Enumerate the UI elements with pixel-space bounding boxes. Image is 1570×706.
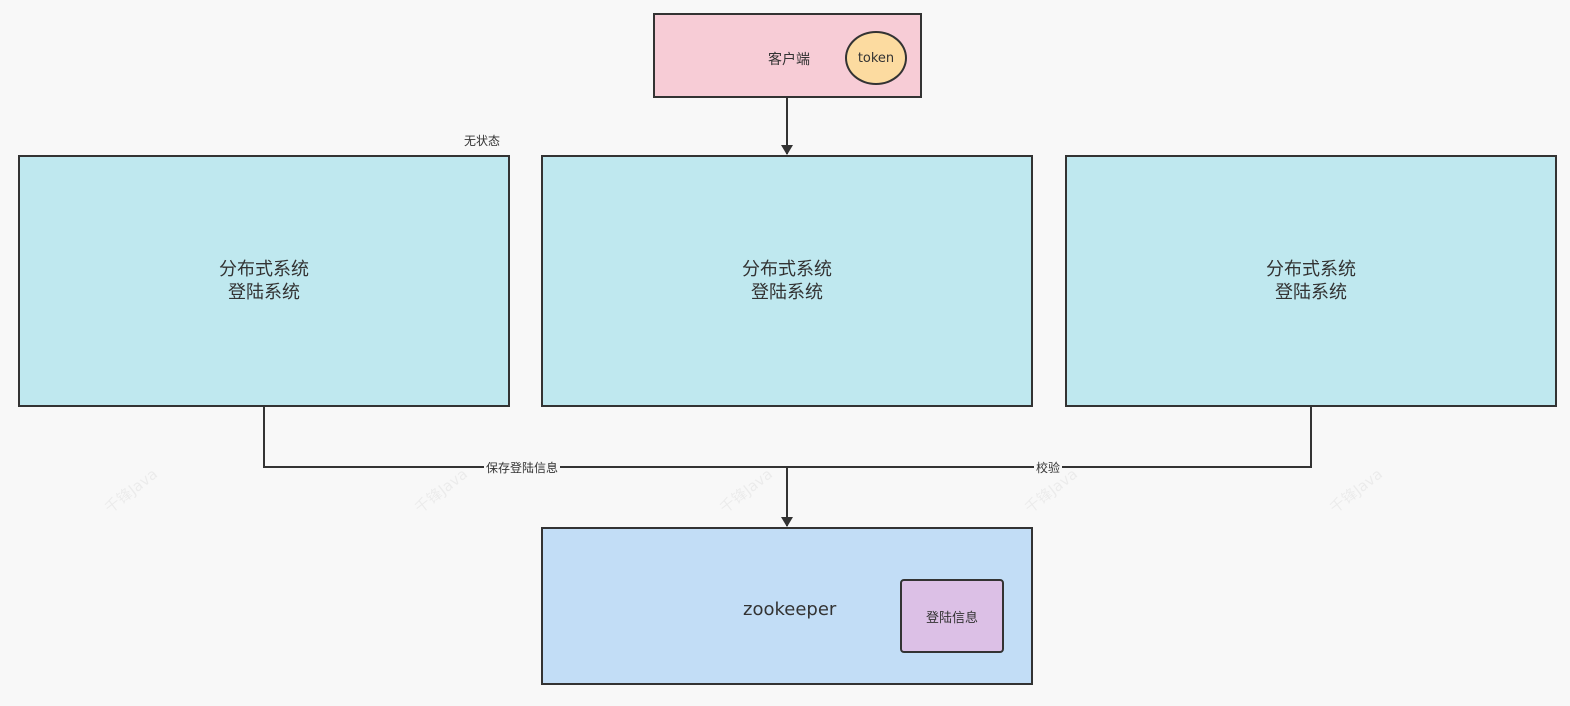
system1-connector	[263, 407, 787, 468]
stateless-annotation: 无状态	[464, 134, 501, 148]
client-label: 客户端	[768, 52, 810, 68]
zookeeper-box: zookeeper 登陆信息	[541, 527, 1033, 685]
system-title: 分布式系统	[219, 259, 309, 280]
distributed-system-box: 分布式系统 登陆系统	[541, 155, 1033, 407]
distributed-system-box: 分布式系统 登陆系统	[18, 155, 510, 407]
token-ellipse: token	[845, 31, 907, 85]
distributed-system-box: 分布式系统 登陆系统	[1065, 155, 1557, 407]
system-title: 分布式系统	[1266, 259, 1356, 280]
system-title: 分布式系统	[742, 259, 832, 280]
verify-label: 校验	[1034, 461, 1063, 475]
login-info-box: 登陆信息	[900, 579, 1004, 653]
system-subtitle: 登陆系统	[751, 282, 823, 303]
system-subtitle: 登陆系统	[1275, 282, 1347, 303]
system-subtitle: 登陆系统	[228, 282, 300, 303]
zookeeper-label: zookeeper	[743, 599, 837, 620]
client-box: 客户端 token	[653, 13, 922, 98]
system3-connector	[787, 407, 1312, 468]
save-login-info-label: 保存登陆信息	[484, 461, 561, 475]
